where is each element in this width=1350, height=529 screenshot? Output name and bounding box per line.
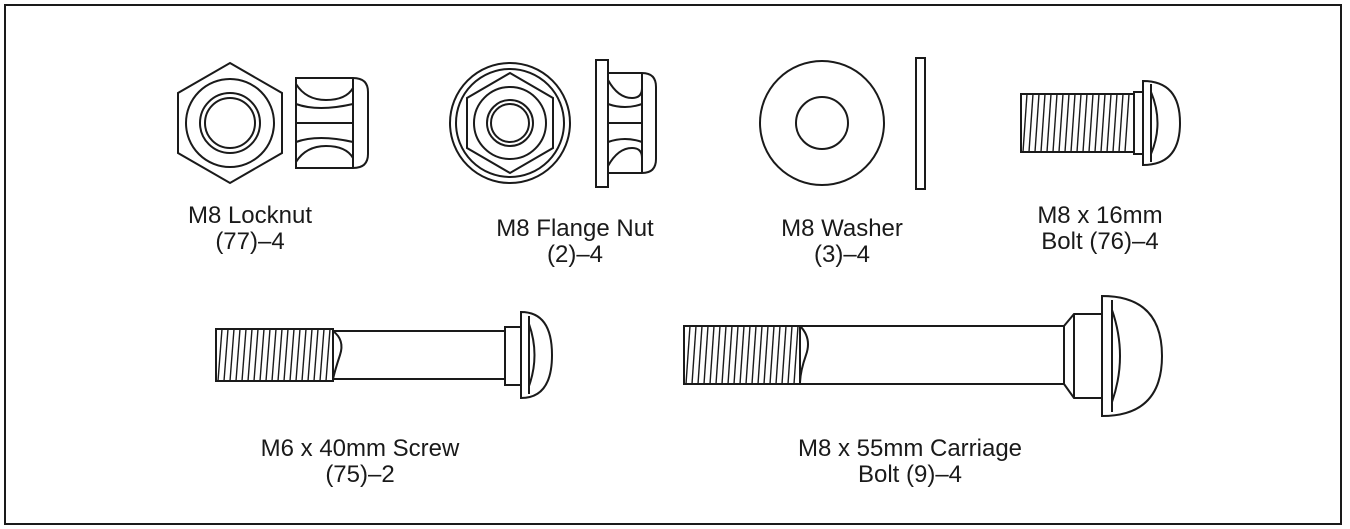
thread-line bbox=[1106, 93, 1112, 153]
thread-line bbox=[769, 325, 775, 385]
washer-side-view-icon bbox=[915, 57, 926, 190]
thread-line bbox=[793, 325, 799, 385]
thread-line bbox=[241, 328, 247, 382]
thread-line bbox=[229, 328, 235, 382]
thread-line bbox=[751, 325, 757, 385]
carriage-bolt-55mm-icon bbox=[683, 294, 1164, 418]
carriage-bolt-label: M8 x 55mm Carriage Bolt (9)–4 bbox=[760, 436, 1060, 488]
thread-line bbox=[1100, 93, 1106, 153]
thread-line bbox=[703, 325, 709, 385]
thread-line bbox=[757, 325, 763, 385]
screw-40mm-icon bbox=[215, 310, 554, 400]
washer-name: M8 Washer bbox=[781, 215, 903, 242]
thread-line bbox=[259, 328, 265, 382]
bolt-16mm-name: M8 x 16mm bbox=[1037, 202, 1163, 229]
thread-line bbox=[283, 328, 289, 382]
screw-40mm-name: M6 x 40mm Screw bbox=[260, 435, 460, 462]
parts-identification-frame bbox=[4, 4, 1342, 525]
thread-line bbox=[1070, 93, 1076, 153]
thread-line bbox=[709, 325, 715, 385]
bolt-16mm-key-qty: Bolt (76)–4 bbox=[1041, 228, 1159, 255]
thread-line bbox=[1046, 93, 1052, 153]
thread-line bbox=[1124, 93, 1130, 153]
thread-line bbox=[739, 325, 745, 385]
thread-line bbox=[1064, 93, 1070, 153]
thread-line bbox=[295, 328, 301, 382]
flange-nut-key-qty: (2)–4 bbox=[546, 241, 604, 268]
thread-line bbox=[691, 325, 697, 385]
flange-nut-label: M8 Flange Nut (2)–4 bbox=[460, 216, 690, 268]
locknut-side-view-icon bbox=[295, 77, 369, 169]
thread-line bbox=[253, 328, 259, 382]
thread-line bbox=[745, 325, 751, 385]
thread-line bbox=[325, 328, 331, 382]
locknut-front-view-icon bbox=[177, 61, 283, 185]
thread-line bbox=[271, 328, 277, 382]
thread-line bbox=[1058, 93, 1064, 153]
locknut-key-qty: (77)–4 bbox=[215, 228, 285, 255]
thread-line bbox=[685, 325, 691, 385]
thread-line bbox=[733, 325, 739, 385]
washer-label: M8 Washer (3)–4 bbox=[742, 216, 942, 268]
thread-line bbox=[727, 325, 733, 385]
washer-key-qty: (3)–4 bbox=[813, 241, 871, 268]
screw-40mm-label: M6 x 40mm Screw (75)–2 bbox=[230, 436, 490, 488]
bolt-16mm-label: M8 x 16mm Bolt (76)–4 bbox=[1000, 203, 1200, 255]
thread-line bbox=[1112, 93, 1118, 153]
thread-line bbox=[313, 328, 319, 382]
thread-line bbox=[247, 328, 253, 382]
carriage-bolt-key-qty: Bolt (9)–4 bbox=[857, 461, 963, 488]
thread-line bbox=[289, 328, 295, 382]
thread-line bbox=[277, 328, 283, 382]
thread-line bbox=[235, 328, 241, 382]
thread-line bbox=[1052, 93, 1058, 153]
thread-line bbox=[1028, 93, 1034, 153]
carriage-bolt-name: M8 x 55mm Carriage bbox=[797, 435, 1023, 462]
flange-nut-front-view-icon bbox=[449, 62, 571, 184]
bolt-16mm-icon bbox=[1020, 79, 1182, 167]
thread-line bbox=[319, 328, 325, 382]
thread-line bbox=[223, 328, 229, 382]
locknut-name: M8 Locknut bbox=[187, 202, 313, 229]
thread-line bbox=[763, 325, 769, 385]
thread-line bbox=[781, 325, 787, 385]
locknut-label: M8 Locknut (77)–4 bbox=[150, 203, 350, 255]
thread-line bbox=[721, 325, 727, 385]
thread-line bbox=[715, 325, 721, 385]
flange-nut-name: M8 Flange Nut bbox=[496, 215, 654, 242]
thread-line bbox=[1034, 93, 1040, 153]
thread-line bbox=[217, 328, 223, 382]
washer-front-view-icon bbox=[759, 60, 885, 186]
flange-nut-side-view-icon bbox=[595, 59, 657, 188]
thread-line bbox=[1094, 93, 1100, 153]
thread-line bbox=[265, 328, 271, 382]
thread-line bbox=[787, 325, 793, 385]
screw-40mm-key-qty: (75)–2 bbox=[325, 461, 395, 488]
thread-line bbox=[301, 328, 307, 382]
thread-line bbox=[1040, 93, 1046, 153]
thread-line bbox=[697, 325, 703, 385]
thread-line bbox=[1022, 93, 1028, 153]
thread-line bbox=[1082, 93, 1088, 153]
thread-line bbox=[1118, 93, 1124, 153]
thread-line bbox=[1076, 93, 1082, 153]
thread-line bbox=[1088, 93, 1094, 153]
thread-line bbox=[775, 325, 781, 385]
thread-line bbox=[307, 328, 313, 382]
